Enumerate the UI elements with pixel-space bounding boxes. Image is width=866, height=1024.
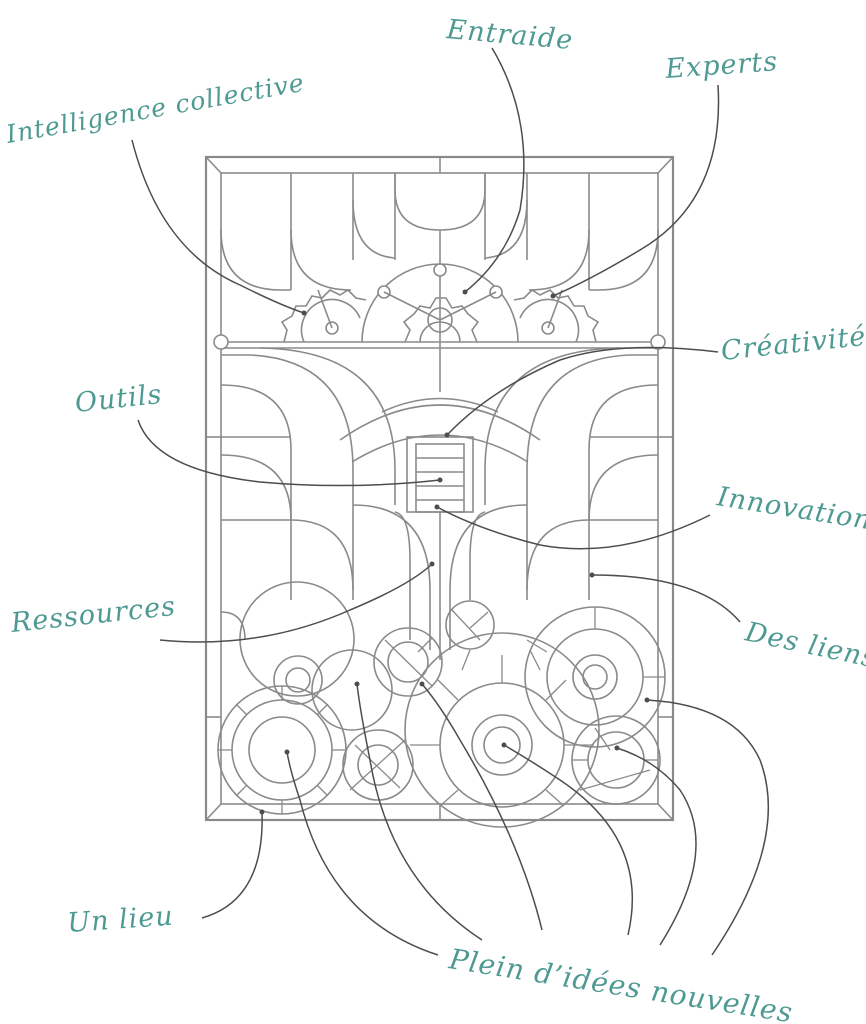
- leader-plein-4: [503, 744, 634, 936]
- leader-creativite: [446, 346, 719, 436]
- label-innovation: Innovation: [714, 481, 866, 536]
- leader-experts: [552, 84, 720, 297]
- leader-plein-3: [421, 683, 543, 931]
- leader-outils: [137, 419, 441, 487]
- leader-plein-5: [616, 747, 697, 946]
- leader-intelligence: [131, 139, 305, 314]
- label-un-lieu: Un lieu: [66, 901, 174, 939]
- leader-plein-1: [286, 751, 439, 956]
- leader-ressources: [159, 563, 433, 643]
- top-panel: [220, 173, 659, 291]
- middle-panel: [220, 347, 659, 660]
- leader-entraide: [464, 47, 525, 293]
- label-creativite: Créativité: [719, 321, 866, 367]
- top-gears: [213, 263, 666, 392]
- label-plein-idees: Plein d’idées nouvelles: [446, 942, 795, 1024]
- leader-des-liens: [591, 574, 741, 623]
- label-entraide: Entraide: [444, 14, 574, 56]
- label-des-liens: Des liens: [742, 616, 866, 674]
- bottom-gears: [217, 581, 666, 828]
- label-intelligence-collective: Intelligence collective: [3, 68, 307, 149]
- leader-un-lieu: [201, 811, 263, 919]
- leader-plein-6: [646, 699, 770, 956]
- labels: Entraide Experts Intelligence collective…: [3, 14, 866, 1024]
- leader-plein-2: [356, 683, 483, 941]
- label-experts: Experts: [663, 46, 779, 85]
- label-outils: Outils: [73, 379, 163, 419]
- leader-lines: [131, 47, 770, 956]
- arrowheads: [259, 289, 650, 815]
- leader-innovation: [436, 506, 711, 550]
- label-ressources: Ressources: [8, 591, 177, 639]
